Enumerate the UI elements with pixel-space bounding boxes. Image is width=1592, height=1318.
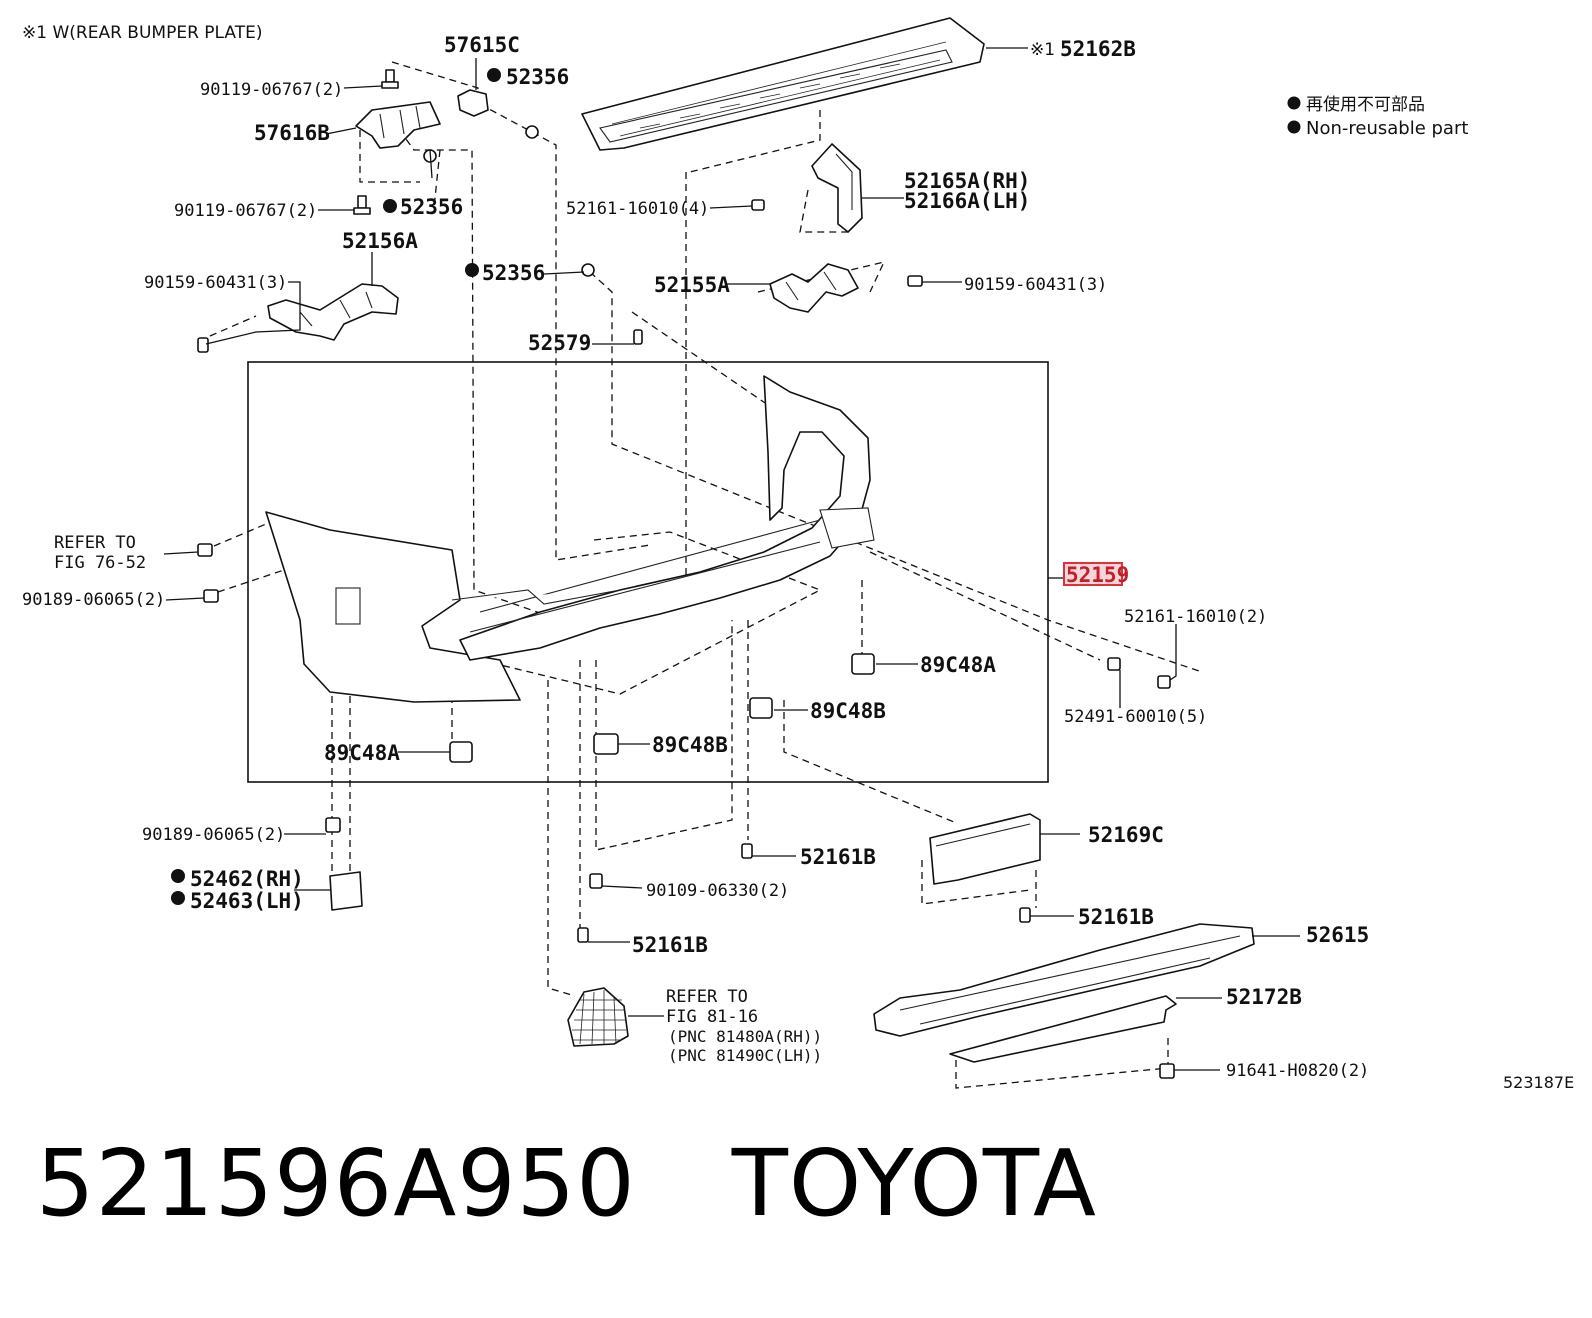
label-52615: 52615	[1306, 923, 1369, 947]
bolt-icon	[1157, 675, 1171, 689]
label-89C48A-left: 89C48A	[324, 741, 400, 765]
label-52462: 52462(RH)	[190, 867, 304, 891]
label-52162B: 52162B	[1060, 37, 1136, 61]
label-57615C: 57615C	[444, 33, 520, 57]
label-52161B-b: 52161B	[632, 933, 708, 957]
label-52159: 52159	[1066, 563, 1129, 587]
clip-icon	[633, 329, 643, 345]
retainer-89C48B-right-part	[749, 697, 773, 719]
label-52356-low: 52356	[482, 261, 545, 285]
header-note: ※1 W(REAR BUMPER PLATE)	[22, 23, 262, 43]
legend-line-jp: 再使用不可部品	[1306, 94, 1425, 115]
label-90159-right: 90159-60431(3)	[964, 275, 1107, 295]
label-90189-top: 90189-06065(2)	[22, 590, 165, 610]
label-90109: 90109-06330(2)	[646, 881, 789, 901]
bolt-icon	[1107, 657, 1121, 671]
bolt-icon	[381, 69, 399, 89]
label-52356-top: 52356	[506, 65, 569, 89]
non-reusable-bullet-icon	[171, 891, 185, 905]
part-highlight-box	[1063, 562, 1123, 586]
bolt-icon	[197, 337, 209, 353]
label-52166A: 52166A(LH)	[904, 189, 1030, 213]
non-reusable-bullet-icon	[383, 199, 397, 213]
leader-lines	[163, 47, 1300, 1071]
label-90189-low: 90189-06065(2)	[142, 825, 285, 845]
label-91641: 91641-H0820(2)	[1226, 1061, 1369, 1081]
label-52463: 52463(LH)	[190, 889, 304, 913]
label-52491: 52491-60010(5)	[1064, 707, 1207, 727]
bumper-assembly-frame	[247, 361, 1049, 783]
pad-52462-part	[329, 871, 363, 911]
part-labels: 57615C 52356 90119-06767(2) 57616B 90119…	[22, 33, 1369, 1081]
label-52155A: 52155A	[654, 273, 730, 297]
label-89C48B-right: 89C48B	[810, 699, 886, 723]
label-refer-81-line3: (PNC 81480A(RH))	[668, 1027, 822, 1046]
label-52161B-c: 52161B	[1078, 905, 1154, 929]
label-refer-76-line2: FIG 76-52	[54, 553, 146, 573]
lower-cover-52169C-part	[929, 813, 1041, 885]
label-52169C: 52169C	[1088, 823, 1164, 847]
label-refer-81-line2: FIG 81-16	[666, 1007, 758, 1027]
label-52579: 52579	[528, 331, 591, 355]
bolt-icon	[751, 199, 765, 211]
non-reusable-bullet-icon	[465, 263, 479, 277]
non-reusable-bullet-icon	[171, 869, 185, 883]
rear-bumper-plate-part	[581, 17, 985, 151]
bracket-57615C-part	[457, 89, 489, 117]
bolt-icon	[325, 817, 341, 833]
retainer-89C48B-left-part	[593, 733, 619, 755]
legend: 再使用不可部品 Non-reusable part	[1287, 94, 1468, 139]
bolt-icon	[353, 195, 371, 215]
part-number-caption: 521596A950 TOYOTA	[36, 1130, 1097, 1250]
label-52161-16010-2: 52161-16010(2)	[1124, 607, 1267, 627]
label-refer-81-line1: REFER TO	[666, 987, 748, 1007]
part-number: 521596A950	[36, 1130, 636, 1237]
support-52172B-part	[949, 995, 1177, 1063]
label-90159-left: 90159-60431(3)	[144, 273, 287, 293]
bolt-icon	[1159, 1063, 1175, 1079]
bolt-icon	[907, 275, 923, 287]
retainer-89C48A-right-part	[851, 653, 875, 675]
brand-name: TOYOTA	[731, 1130, 1097, 1237]
legend-line-en: Non-reusable part	[1306, 118, 1468, 139]
reflector-lamp-part	[567, 987, 629, 1047]
label-52156A: 52156A	[342, 229, 418, 253]
side-bracket-52156A-part	[267, 283, 399, 341]
label-52165A: 52165A(RH)	[904, 169, 1030, 193]
upper-bracket-57616B-part	[355, 101, 441, 149]
label-refer-76-line1: REFER TO	[54, 533, 136, 553]
label-89C48B-left: 89C48B	[652, 733, 728, 757]
nut-icon	[525, 125, 539, 139]
clip-icon	[1019, 907, 1031, 923]
label-52356-mid: 52356	[400, 195, 463, 219]
bolt-icon	[203, 589, 219, 603]
clip-icon	[741, 843, 753, 859]
bracket-52155A-part	[769, 263, 859, 313]
label-89C48A-right: 89C48A	[920, 653, 996, 677]
non-reusable-bullet-icon	[1287, 96, 1301, 110]
bolt-icon	[589, 873, 603, 889]
bumper-cover-52159-part	[265, 375, 875, 703]
nut-icon	[581, 263, 595, 277]
label-57616B: 57616B	[254, 121, 330, 145]
drawing-id: 523187E	[1503, 1073, 1574, 1092]
retainer-89C48A-left-part	[449, 741, 473, 763]
label-refer-81-line4: (PNC 81490C(LH))	[668, 1046, 822, 1065]
bolt-icon	[197, 543, 213, 557]
label-52161B-a: 52161B	[800, 845, 876, 869]
label-90119-b: 90119-06767(2)	[174, 201, 317, 221]
label-52172B: 52172B	[1226, 985, 1302, 1009]
label-52161-16010-4: 52161-16010(4)	[566, 199, 709, 219]
non-reusable-bullet-icon	[487, 68, 501, 82]
non-reusable-bullet-icon	[1287, 120, 1301, 134]
reinforcement-52615-part	[873, 923, 1255, 1037]
clip-icon	[577, 927, 589, 943]
extension-52165A-part	[811, 143, 863, 233]
label-90119-a: 90119-06767(2)	[200, 80, 343, 100]
label-52162B-mark: ※1	[1030, 40, 1055, 60]
non-reusable-markers	[171, 68, 501, 905]
